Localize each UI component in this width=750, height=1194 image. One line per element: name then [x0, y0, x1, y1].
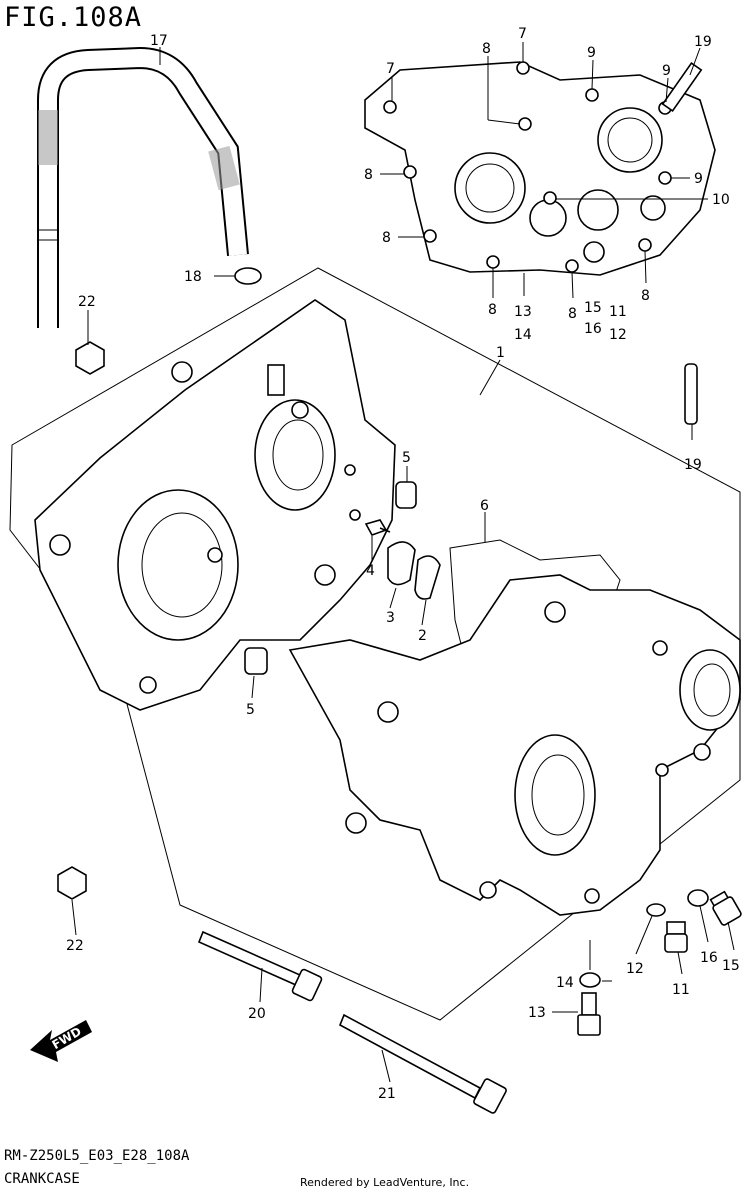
- callout-22-lower: 22: [66, 938, 84, 954]
- callout-7-top: 7: [518, 26, 527, 42]
- callout-12-drain: 12: [626, 961, 644, 977]
- callout-2: 2: [418, 628, 427, 644]
- callout-10: 10: [712, 192, 730, 208]
- nut-22-lower-part[interactable]: [57, 866, 87, 900]
- callout-8-left-lower: 8: [382, 230, 391, 246]
- rendered-by-credit: Rendered by LeadVenture, Inc.: [300, 1176, 470, 1189]
- callout-9-right: 9: [694, 171, 703, 187]
- drain-plug-11-part[interactable]: [664, 921, 688, 953]
- diagram-code: RM-Z250L5_E03_E28_108A: [4, 1148, 190, 1164]
- callout-8-bottom-1: 8: [488, 302, 497, 318]
- callout-15-drain: 15: [722, 958, 740, 974]
- section-name: CRANKCASE: [4, 1171, 80, 1187]
- callout-7-left: 7: [386, 61, 395, 77]
- callout-22-upper: 22: [78, 294, 96, 310]
- figure-title: FIG.108A: [4, 2, 143, 33]
- bolt-13-part[interactable]: [577, 992, 601, 1036]
- right-crankcase-half[interactable]: [288, 574, 741, 916]
- callout-labels: 1 2 3 4 5 5 6 7 7 8 8 8 8 8 8 9 9 9 10 1…: [66, 26, 740, 1102]
- dowel-pin-upper-part[interactable]: [395, 481, 417, 509]
- callout-8-bottom-3: 8: [641, 288, 650, 304]
- callout-3: 3: [386, 610, 395, 626]
- callout-11-drain: 11: [672, 982, 690, 998]
- callout-8-bottom-2: 8: [568, 306, 577, 322]
- fwd-label: FWD: [50, 1024, 84, 1052]
- callout-9-top: 9: [587, 45, 596, 61]
- drain-plug-15-part[interactable]: [709, 890, 742, 926]
- callout-9-upper-right: 9: [662, 63, 671, 79]
- callout-21: 21: [378, 1086, 396, 1102]
- leader-lines: [71, 42, 735, 1083]
- crankcase-inset-view: [364, 61, 716, 276]
- callout-19-bracket: 19: [684, 457, 702, 473]
- callout-5-upper: 5: [402, 450, 411, 466]
- callout-8-top: 8: [482, 41, 491, 57]
- fwd-arrow-icon: FWD: [30, 1020, 92, 1062]
- small-bolt-part[interactable]: [364, 519, 391, 536]
- callout-8-left: 8: [364, 167, 373, 183]
- callout-11-inset: 11: [609, 304, 627, 320]
- left-crankcase-half[interactable]: [34, 299, 396, 711]
- callout-17: 17: [150, 33, 168, 49]
- callout-13-inset: 13: [514, 304, 532, 320]
- washer-14-part[interactable]: [579, 972, 601, 988]
- retainer-plate-part[interactable]: [387, 541, 416, 586]
- nut-22-upper-part[interactable]: [75, 341, 105, 375]
- callout-1: 1: [496, 345, 505, 361]
- callout-20: 20: [248, 1006, 266, 1022]
- callout-14-inset: 14: [514, 327, 532, 343]
- washer-12-part[interactable]: [646, 903, 666, 917]
- bracket-19-part[interactable]: [684, 363, 698, 425]
- callout-4: 4: [366, 563, 375, 579]
- long-bolt-21-part[interactable]: [338, 1013, 507, 1114]
- callout-14-washer: 14: [556, 975, 574, 991]
- callout-15-inset: 15: [584, 300, 602, 316]
- small-gasket-part[interactable]: [414, 555, 441, 600]
- long-bolt-20-part[interactable]: [197, 930, 323, 1002]
- hose-clamp-part[interactable]: [234, 267, 262, 285]
- dowel-pin-lower-part[interactable]: [244, 647, 268, 675]
- callout-19-inset: 19: [694, 34, 712, 50]
- callout-18: 18: [184, 269, 202, 285]
- callout-13-bolt: 13: [528, 1005, 546, 1021]
- callout-16-drain: 16: [700, 950, 718, 966]
- callout-16-inset: 16: [584, 321, 602, 337]
- callout-5-lower: 5: [246, 702, 255, 718]
- breather-hose-part[interactable]: [37, 46, 249, 328]
- callout-6: 6: [480, 498, 489, 514]
- callout-12-inset: 12: [609, 327, 627, 343]
- washer-16-part[interactable]: [687, 889, 709, 907]
